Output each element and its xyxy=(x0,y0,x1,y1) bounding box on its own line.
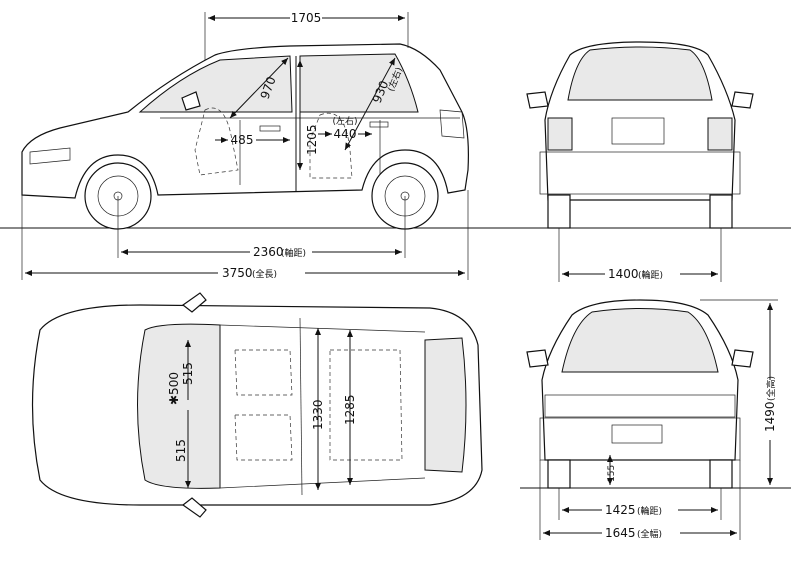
side-view: 1705 970 930 (左右) 485 1205 (左右) 440 2360… xyxy=(0,11,540,280)
top-mirror-right xyxy=(181,497,207,518)
side-rear-lamp xyxy=(439,109,465,139)
dim-515-upper-label: 515 xyxy=(181,362,195,385)
height-note: (全高) xyxy=(765,376,777,401)
front-door-handle xyxy=(259,125,281,132)
front-seat-outline xyxy=(194,107,239,176)
height-label: 1490 xyxy=(763,401,777,432)
front-mirror-right xyxy=(731,349,754,368)
front-windshield xyxy=(561,308,719,373)
top-mirror-left xyxy=(181,292,207,313)
front-wheel-right xyxy=(709,459,733,489)
dim-1705-label: 1705 xyxy=(291,11,322,25)
top-front-seats xyxy=(234,349,293,461)
dim-1205-label: 1205 xyxy=(305,124,319,155)
clearance-label: 155 xyxy=(607,465,617,482)
rear-wheel-left xyxy=(547,194,571,229)
wheelbase-label: 2360 xyxy=(253,245,284,259)
front-plate xyxy=(611,424,663,444)
dim-1285-label: 1285 xyxy=(343,394,357,425)
front-mirror-left xyxy=(526,349,549,368)
top-rear-window xyxy=(424,337,467,473)
dim-515-lower-label: 515 xyxy=(174,439,188,462)
length-label: 3750 xyxy=(222,266,253,280)
front-track-note: (輪距) xyxy=(637,505,662,517)
front-wheel-left xyxy=(547,459,571,489)
rear-plate xyxy=(611,117,665,145)
length-note: (全長) xyxy=(252,268,277,280)
top-rear-seat xyxy=(329,349,403,461)
front-bumper xyxy=(539,417,741,461)
rear-wheel-right xyxy=(709,194,733,229)
dim-930-line xyxy=(344,57,396,151)
rear-bumper xyxy=(539,151,741,195)
dim-star500-label: ✱500 xyxy=(167,372,181,405)
front-grille xyxy=(544,394,736,418)
width-note: (全幅) xyxy=(637,528,662,540)
top-windshield xyxy=(137,323,221,489)
rear-track-note: (輪距) xyxy=(638,269,663,281)
rear-window xyxy=(567,46,713,101)
rear-mirror-left xyxy=(526,91,549,109)
rear-view: 1400 (輪距) xyxy=(520,41,791,282)
rear-track-label: 1400 xyxy=(608,267,639,281)
top-body xyxy=(31,304,483,506)
rear-mirror-right xyxy=(731,91,754,109)
rear-lamp-left xyxy=(547,117,573,151)
dim-1330-label: 1330 xyxy=(311,399,325,430)
side-mirror xyxy=(181,91,201,111)
front-view: 1490 (全高) 155 1425 (輪距) 1645 (全幅) xyxy=(520,299,791,540)
front-track-label: 1425 xyxy=(605,503,636,517)
dim-970-line xyxy=(229,57,289,119)
wheelbase-note: (軸距) xyxy=(281,247,306,259)
dim-440-note: (左右) xyxy=(332,115,357,127)
top-view: ✱500 515 515 1330 1285 xyxy=(31,292,483,518)
dim-485-label: 485 xyxy=(231,133,254,147)
rear-lamp-right xyxy=(707,117,733,151)
width-label: 1645 xyxy=(605,526,636,540)
dim-440-label: 440 xyxy=(334,127,357,141)
